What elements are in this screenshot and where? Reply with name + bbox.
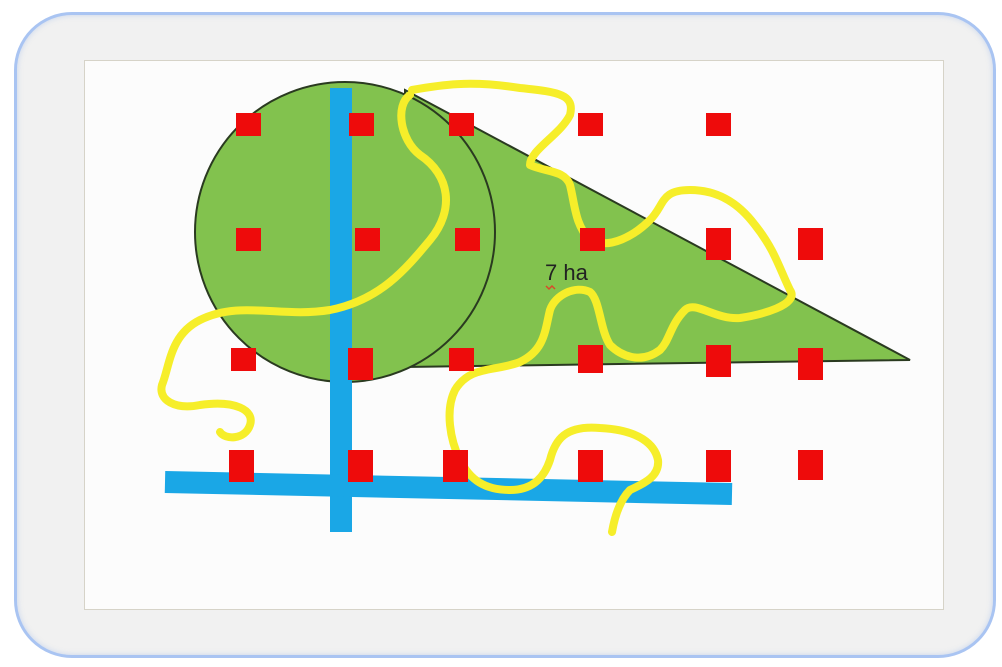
red-marker bbox=[236, 228, 261, 251]
red-marker bbox=[449, 348, 474, 371]
red-marker bbox=[231, 348, 256, 371]
red-marker bbox=[355, 228, 380, 251]
red-marker bbox=[798, 450, 823, 480]
red-marker bbox=[449, 113, 474, 136]
red-marker bbox=[580, 228, 605, 251]
red-marker bbox=[236, 113, 261, 136]
red-marker bbox=[349, 113, 374, 136]
red-marker bbox=[578, 345, 603, 373]
red-marker bbox=[229, 450, 254, 482]
area-label: 7 ha bbox=[545, 260, 589, 285]
red-marker bbox=[348, 450, 373, 482]
red-marker bbox=[578, 113, 603, 136]
red-marker bbox=[798, 348, 823, 380]
red-marker bbox=[578, 450, 603, 482]
red-marker bbox=[706, 228, 731, 260]
red-marker bbox=[798, 228, 823, 260]
red-marker bbox=[348, 348, 373, 380]
red-marker bbox=[455, 228, 480, 251]
red-marker bbox=[706, 345, 731, 377]
red-marker bbox=[706, 450, 731, 482]
red-marker bbox=[443, 450, 468, 482]
red-marker bbox=[706, 113, 731, 136]
